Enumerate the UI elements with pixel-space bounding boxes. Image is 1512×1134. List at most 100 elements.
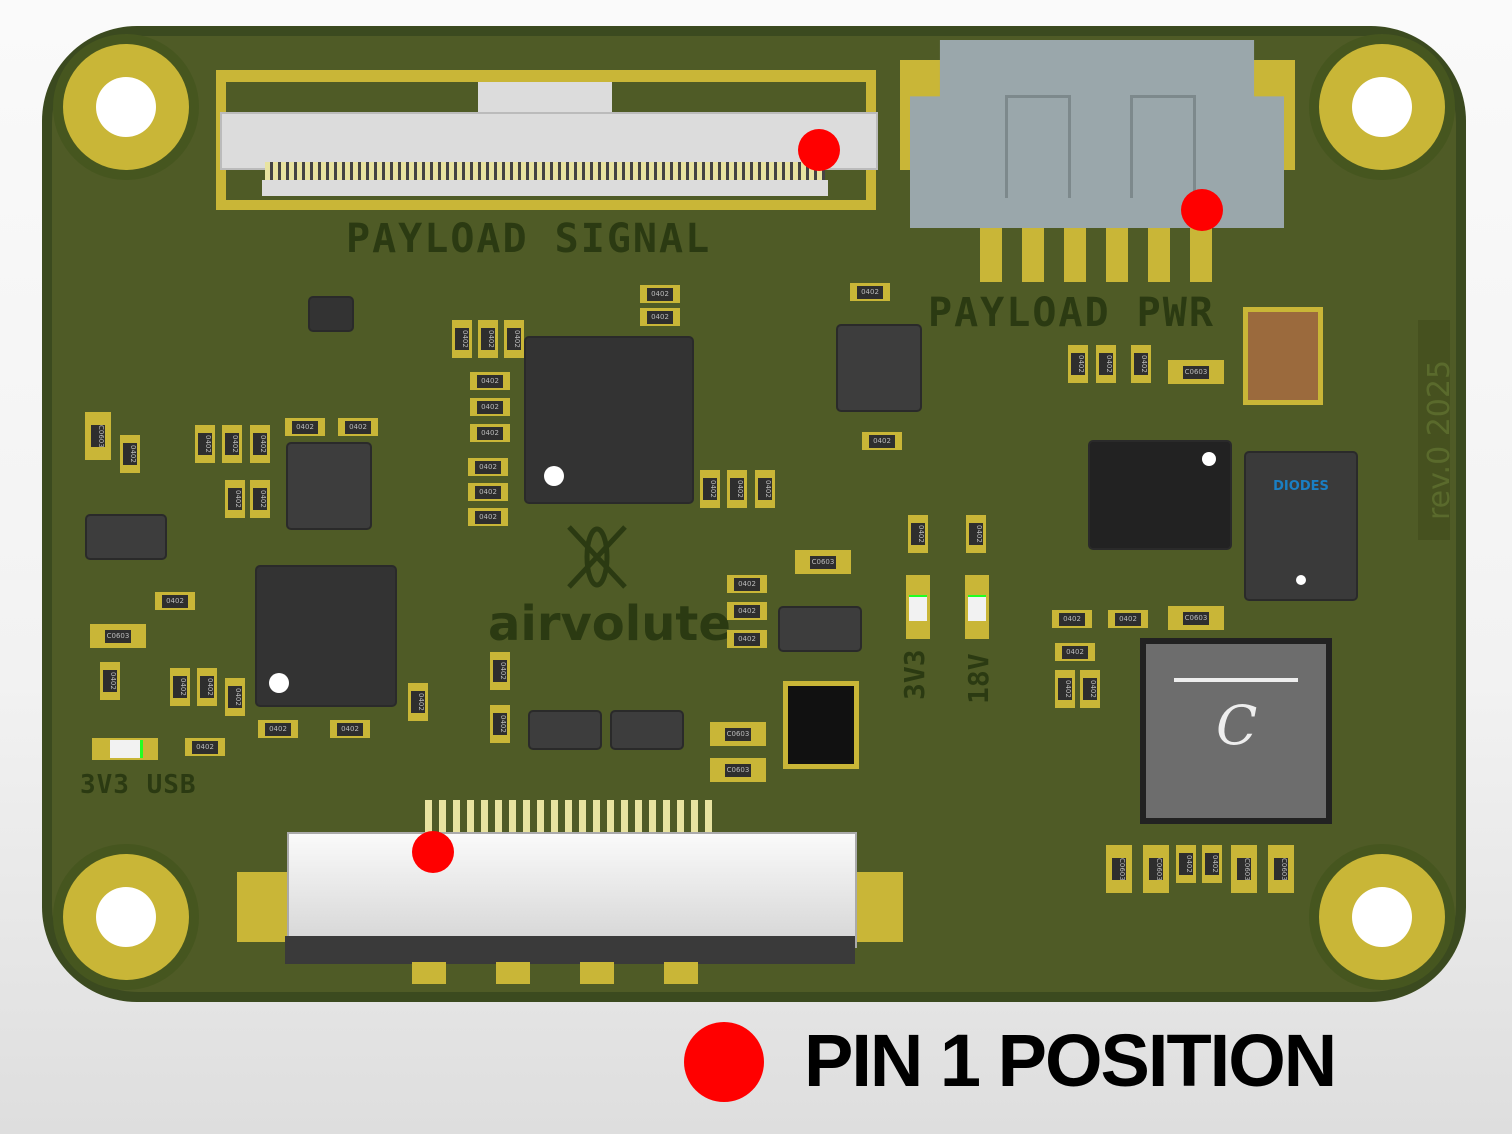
passive-c0402: 0402 xyxy=(908,515,928,553)
passive-c0402: 0402 xyxy=(850,283,890,301)
passive-label: 0402 xyxy=(1115,612,1141,626)
passive-c0402: 0402 xyxy=(640,308,680,326)
passive-c0402: 0402 xyxy=(727,630,767,648)
passive-c0603: C0603 xyxy=(1106,845,1132,893)
led-lens xyxy=(968,595,986,621)
passive-label: 0402 xyxy=(703,478,717,500)
small-ic xyxy=(310,298,352,330)
passive-c0402: 0402 xyxy=(470,424,510,442)
passive-c0402: 0402 xyxy=(490,705,510,743)
passive-label: C0603 xyxy=(1149,858,1163,880)
inductor: C xyxy=(1140,638,1332,824)
passive-c0402: 0402 xyxy=(330,720,370,738)
passive-c0402: 0402 xyxy=(1068,345,1088,383)
passive-label: 0402 xyxy=(455,328,469,350)
revision-box xyxy=(1418,320,1450,540)
passive-c0603: C0603 xyxy=(85,412,111,460)
passive-label: 0402 xyxy=(477,400,503,414)
label-payload-pwr: PAYLOAD PWR xyxy=(928,290,1215,336)
passive-c0402: 0402 xyxy=(1055,643,1095,661)
passive-label: 0402 xyxy=(411,691,425,713)
pin1-marker xyxy=(412,831,454,873)
passive-c0402: 0402 xyxy=(452,320,472,358)
passive-label: 0402 xyxy=(477,426,503,440)
pwr-connector-pins xyxy=(980,228,1216,282)
airvolute-logo-icon xyxy=(564,522,630,592)
inductor-body xyxy=(1146,644,1326,818)
passive-c0402: 0402 xyxy=(155,592,195,610)
passive-c0402: 0402 xyxy=(197,668,217,706)
bottom-connector-base xyxy=(285,936,855,964)
passive-label: 0402 xyxy=(475,460,501,474)
qfn-chip xyxy=(288,444,370,528)
passive-label: 0402 xyxy=(857,285,883,299)
passive-label: 0402 xyxy=(734,632,760,646)
passive-c0402: 0402 xyxy=(250,480,270,518)
passive-label: C0603 xyxy=(810,555,836,569)
passive-c0603: C0603 xyxy=(710,722,766,746)
passive-c0402: 0402 xyxy=(185,738,225,756)
sot-chip xyxy=(87,516,165,558)
passive-c0402: 0402 xyxy=(755,470,775,508)
passive-c0603: C0603 xyxy=(1231,845,1257,893)
led-lens xyxy=(909,595,927,621)
signal-connector xyxy=(220,112,878,170)
passive-c0402: 0402 xyxy=(468,483,508,501)
passive-label: 0402 xyxy=(647,287,673,301)
passive-label: 0402 xyxy=(228,686,242,708)
passive-label: 0402 xyxy=(1058,678,1072,700)
label-3v3-usb: 3V3 USB xyxy=(80,770,197,800)
passive-c0603: C0603 xyxy=(1143,845,1169,893)
passive-label: C0603 xyxy=(1274,858,1288,880)
passive-c0603: C0603 xyxy=(1168,606,1224,630)
tantalum-capacitor xyxy=(1248,312,1318,400)
passive-c0402: 0402 xyxy=(258,720,298,738)
passive-label: C0603 xyxy=(725,763,751,777)
pin1-dot xyxy=(1296,575,1306,585)
passive-c0402: 0402 xyxy=(862,432,902,450)
passive-label: 0402 xyxy=(292,420,318,434)
passive-c0402: 0402 xyxy=(222,425,242,463)
passive-c0402: 0402 xyxy=(966,515,986,553)
bottom-connector-tabs xyxy=(412,962,730,984)
mosfet-chip xyxy=(1090,442,1230,548)
passive-label: 0402 xyxy=(162,594,188,608)
pwr-connector-slot xyxy=(1005,95,1071,198)
passive-c0402: 0402 xyxy=(1096,345,1116,383)
passive-label: 0402 xyxy=(1179,853,1193,875)
passive-label: 0402 xyxy=(911,523,925,545)
label-3v3: 3V3 xyxy=(898,649,931,700)
passive-label: C0603 xyxy=(1237,858,1251,880)
led-usb xyxy=(92,738,158,760)
signal-connector-rail xyxy=(262,180,828,196)
passive-label: C0603 xyxy=(105,629,131,643)
passive-label: C0603 xyxy=(91,425,105,447)
passive-c0402: 0402 xyxy=(1055,670,1075,708)
passive-c0402: 0402 xyxy=(727,602,767,620)
passive-label: 0402 xyxy=(734,577,760,591)
passive-label: 0402 xyxy=(1205,853,1219,875)
passive-label: 0402 xyxy=(869,434,895,448)
power-diode xyxy=(788,686,854,764)
label-18v: 18V xyxy=(962,653,995,704)
passive-c0402: 0402 xyxy=(1176,845,1196,883)
passive-label: 0402 xyxy=(200,676,214,698)
passive-c0402: 0402 xyxy=(1052,610,1092,628)
passive-label: 0402 xyxy=(481,328,495,350)
passive-c0402: 0402 xyxy=(1080,670,1100,708)
mcu-chip xyxy=(526,338,692,502)
passive-label: 0402 xyxy=(173,676,187,698)
soic-chip xyxy=(838,326,920,410)
passive-label: 0402 xyxy=(1099,353,1113,375)
pin1-dot xyxy=(269,673,289,693)
passive-label: C0603 xyxy=(1183,365,1209,379)
led-lens xyxy=(110,740,143,758)
passive-label: C0603 xyxy=(1112,858,1126,880)
passive-label: 0402 xyxy=(507,328,521,350)
passive-label: 0402 xyxy=(1083,678,1097,700)
passive-label: 0402 xyxy=(969,523,983,545)
passive-label: 0402 xyxy=(758,478,772,500)
pin1-marker xyxy=(798,129,840,171)
passive-c0402: 0402 xyxy=(100,662,120,700)
passive-label: 0402 xyxy=(1062,645,1088,659)
